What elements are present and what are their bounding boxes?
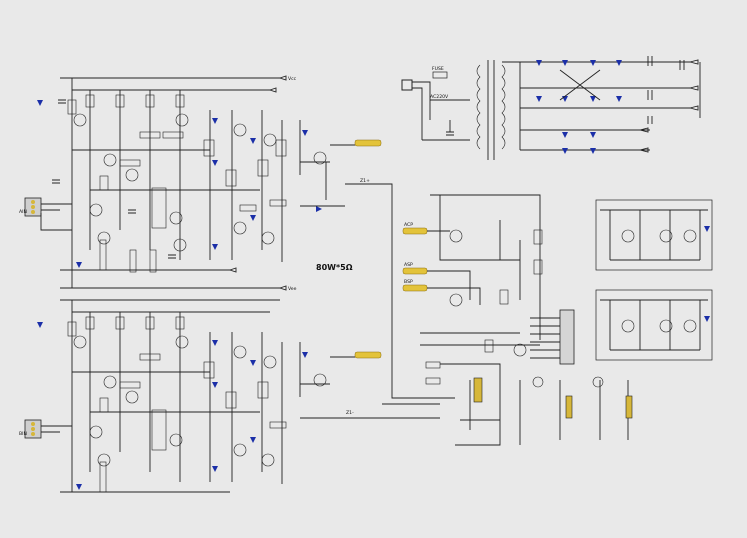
mid-input-label-0: ACP <box>404 222 413 228</box>
rail-label-right: Vee <box>288 286 297 292</box>
line-label-b: Z1- <box>346 410 354 416</box>
input-label-top: AIN <box>19 209 27 215</box>
ac-label: AC220V <box>430 94 449 100</box>
fuse-label: FUSE <box>432 66 444 72</box>
amp-channel-top <box>24 75 382 291</box>
power-supply <box>401 56 701 160</box>
speaker-protect-lower <box>595 289 713 361</box>
speaker-protect-upper <box>595 199 713 271</box>
mid-input-label-2: BSP <box>404 279 413 285</box>
mid-input-label-1: ASP <box>404 262 413 268</box>
input-label-bottom: BIN <box>19 431 27 437</box>
line-label-a: Z1+ <box>360 178 370 184</box>
rail-label-left: Vcc <box>288 76 297 82</box>
amp-title: 80W*5Ω <box>316 263 353 272</box>
protection-circuit <box>402 194 633 446</box>
amp-channel-bottom <box>24 299 382 493</box>
